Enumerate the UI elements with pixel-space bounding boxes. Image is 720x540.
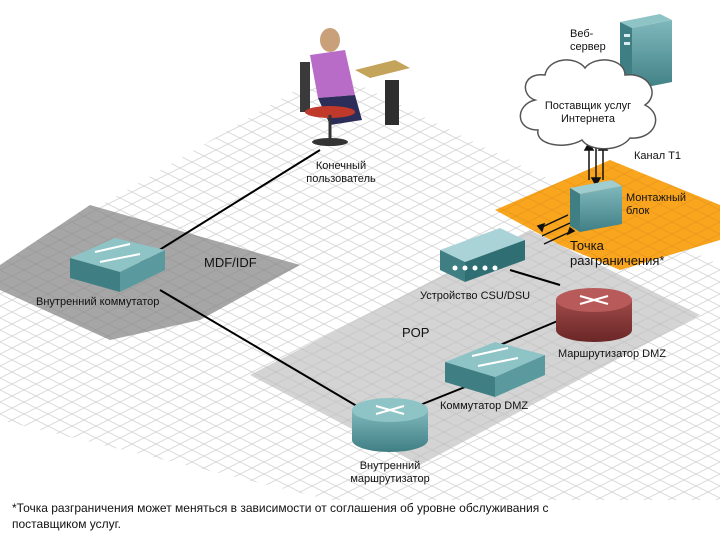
internal-router-label: Внутренний маршрутизатор <box>350 460 430 485</box>
internal-switch-icon <box>70 238 165 292</box>
link-router-dmzswitch <box>419 384 471 406</box>
t1-label: Канал T1 <box>634 150 682 162</box>
isp-label: Поставщик услуг Интернета <box>544 100 632 125</box>
dmz-router-icon <box>556 288 632 342</box>
link-dmzswitch-dmzrouter <box>499 319 561 346</box>
internal-router-icon <box>352 398 428 452</box>
mounting-block-label: Монтажный блок <box>626 192 686 217</box>
end-user-label: Конечный пользователь <box>306 160 376 185</box>
demarc-link-arrows <box>536 214 576 245</box>
pop-label: POP <box>402 325 430 340</box>
mounting-block-icon <box>570 180 622 232</box>
end-user-icon <box>300 28 410 146</box>
dmz-switch-label: Коммутатор DMZ <box>440 400 529 412</box>
csu-dsu-label: Устройство CSU/DSU <box>420 290 531 302</box>
mdf-idf-label: MDF/IDF <box>204 255 257 270</box>
link-user-switch <box>139 149 321 263</box>
dmz-switch-icon <box>445 342 545 397</box>
internal-switch-label: Внутренний коммутатор <box>36 296 160 308</box>
web-server-label: Веб- сервер <box>570 28 606 53</box>
footnote: *Точка разграничения может меняться в за… <box>12 501 549 531</box>
isp-cloud-icon <box>519 59 657 150</box>
link-dmzrouter-csu <box>509 269 561 286</box>
link-switch-router <box>159 289 373 416</box>
csu-dsu-icon <box>440 228 525 282</box>
demarc-label: Точка разграничения* <box>570 238 665 268</box>
links <box>139 149 561 416</box>
dmz-router-label: Маршрутизатор DMZ <box>558 348 666 360</box>
